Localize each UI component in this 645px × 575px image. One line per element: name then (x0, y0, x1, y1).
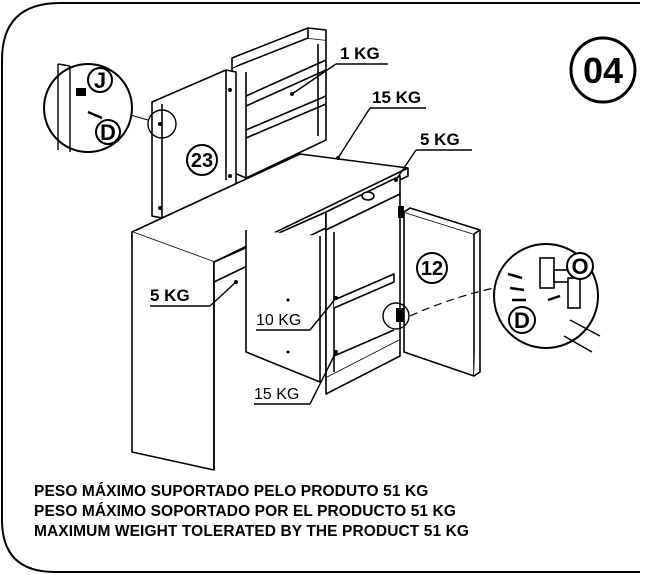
detail-callout-right: O D (382, 243, 601, 353)
arrow-heads (234, 92, 398, 354)
footer-line-portuguese: PESO MÁXIMO SUPORTADO PELO PRODUTO 51 KG (34, 483, 429, 500)
cabinet-door (403, 211, 475, 377)
weight-label-right-drawer: 5 KG (420, 130, 460, 149)
footer-line-spanish: PESO MÁXIMO SOPORTADO POR EL PRODUCTO 51… (34, 503, 456, 520)
weight-label-top-shelf: 1 KG (340, 44, 380, 63)
hardware-letter-o: O (571, 254, 588, 279)
step-badge: 04 (569, 36, 637, 104)
hardware-letter-d-left: D (100, 120, 116, 145)
detail-callout-left: J D (43, 63, 177, 153)
part-number-mirror: 23 (191, 150, 213, 172)
vanity-desk (131, 27, 481, 471)
footer-line-english: MAXIMUM WEIGHT TOLERATED BY THE PRODUCT … (34, 523, 470, 540)
weight-label-cabinet-shelf-upper: 10 KG (256, 312, 301, 329)
hinge-marks (158, 88, 404, 354)
step-number: 04 (583, 50, 623, 91)
hardware-letter-d-right: D (514, 308, 530, 333)
part-number-door: 12 (421, 258, 443, 280)
part-badge-mirror: 23 (186, 144, 218, 176)
part-badge-door: 12 (416, 252, 448, 284)
weight-label-cabinet-shelf-lower: 15 KG (254, 386, 299, 403)
weight-label-desktop: 15 KG (372, 88, 421, 107)
weight-pointer-lines (150, 63, 472, 405)
hardware-letter-j: J (94, 68, 106, 93)
weight-label-left-drawer: 5 KG (150, 286, 190, 305)
